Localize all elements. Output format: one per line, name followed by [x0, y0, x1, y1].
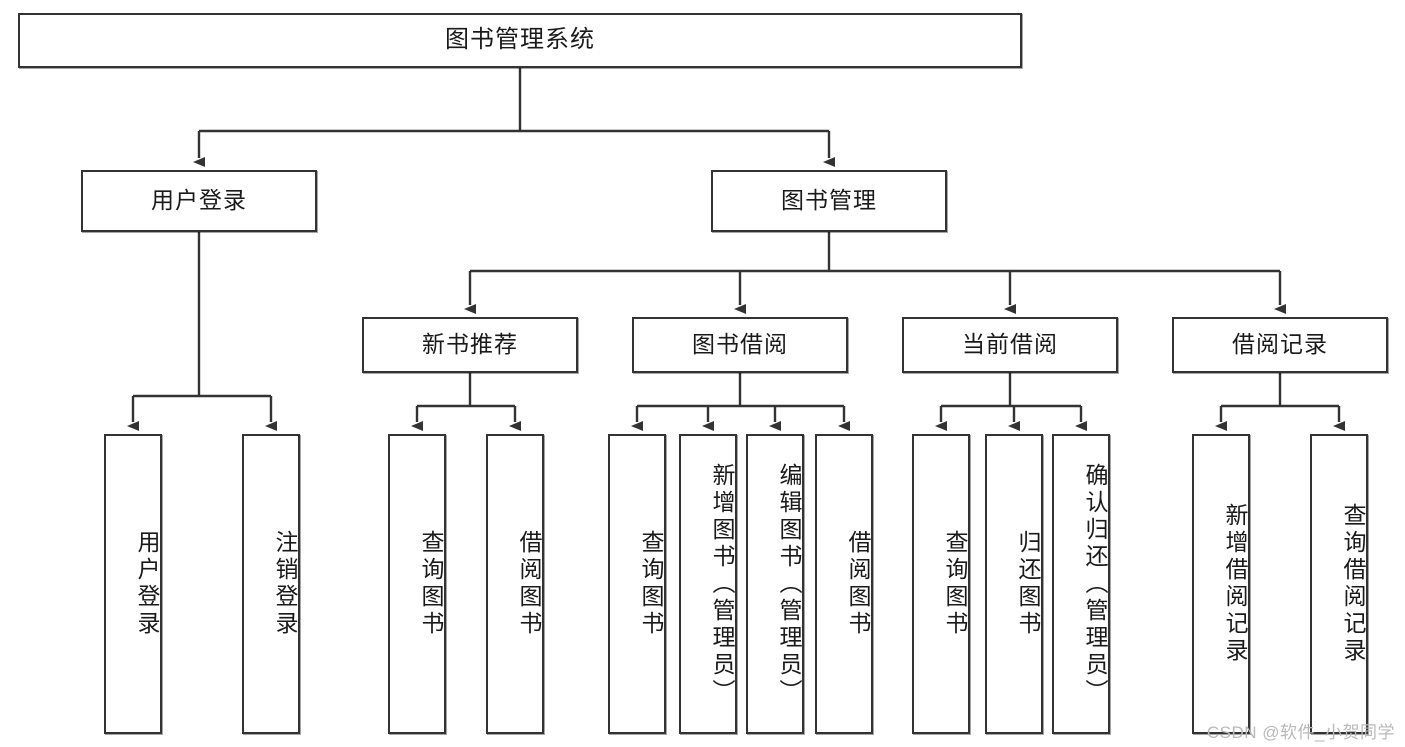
node-label: 确认归还（管理员）	[1082, 462, 1108, 706]
node-book-borrow[interactable]: 图书借阅	[632, 317, 848, 373]
node-label: 借阅图书	[845, 530, 871, 638]
node-label: 新书推荐	[422, 331, 518, 358]
node-label: 新增借阅记录	[1222, 503, 1248, 665]
node-leaf-user-logout[interactable]: 注销登录	[242, 434, 300, 734]
node-label: 查询图书	[418, 530, 444, 638]
node-leaf-query-book-recommend[interactable]: 查询图书	[388, 434, 446, 734]
node-leaf-return-book[interactable]: 归还图书	[985, 434, 1043, 734]
csdn-watermark: CSDN @软件_小贺同学	[1206, 723, 1395, 742]
node-current-borrow[interactable]: 当前借阅	[902, 317, 1118, 373]
node-label: 归还图书	[1015, 530, 1041, 638]
node-label: 图书借阅	[692, 331, 788, 358]
node-label: 用户登录	[134, 530, 160, 638]
node-label: 新增图书（管理员）	[709, 462, 735, 706]
node-root-system[interactable]: 图书管理系统	[18, 13, 1022, 68]
node-leaf-confirm-return-admin[interactable]: 确认归还（管理员）	[1052, 434, 1110, 734]
node-user-login[interactable]: 用户登录	[81, 170, 317, 232]
node-leaf-add-borrow-record[interactable]: 新增借阅记录	[1192, 434, 1250, 734]
node-leaf-borrow-book-recommend[interactable]: 借阅图书	[486, 434, 544, 734]
node-label: 查询图书	[942, 530, 968, 638]
node-label: 注销登录	[272, 530, 298, 638]
node-book-manage[interactable]: 图书管理	[711, 170, 947, 232]
node-label: 编辑图书（管理员）	[776, 462, 802, 706]
node-leaf-query-book-current[interactable]: 查询图书	[912, 434, 970, 734]
node-label: 用户登录	[151, 187, 247, 214]
node-label: 查询图书	[638, 530, 664, 638]
node-leaf-user-login[interactable]: 用户登录	[104, 434, 162, 734]
node-borrow-record[interactable]: 借阅记录	[1172, 317, 1388, 373]
node-leaf-query-borrow-record[interactable]: 查询借阅记录	[1310, 434, 1368, 734]
node-leaf-edit-book-admin[interactable]: 编辑图书（管理员）	[746, 434, 804, 734]
node-label: 查询借阅记录	[1340, 503, 1366, 665]
node-leaf-add-book-admin[interactable]: 新增图书（管理员）	[679, 434, 737, 734]
node-new-book-recommend[interactable]: 新书推荐	[362, 317, 578, 373]
node-label: 图书管理系统	[445, 26, 595, 54]
node-label: 当前借阅	[962, 331, 1058, 358]
node-leaf-borrow-book[interactable]: 借阅图书	[815, 434, 873, 734]
node-label: 借阅图书	[516, 530, 542, 638]
node-label: 借阅记录	[1232, 331, 1328, 358]
node-label: 图书管理	[781, 187, 877, 214]
node-leaf-query-book-borrow[interactable]: 查询图书	[608, 434, 666, 734]
